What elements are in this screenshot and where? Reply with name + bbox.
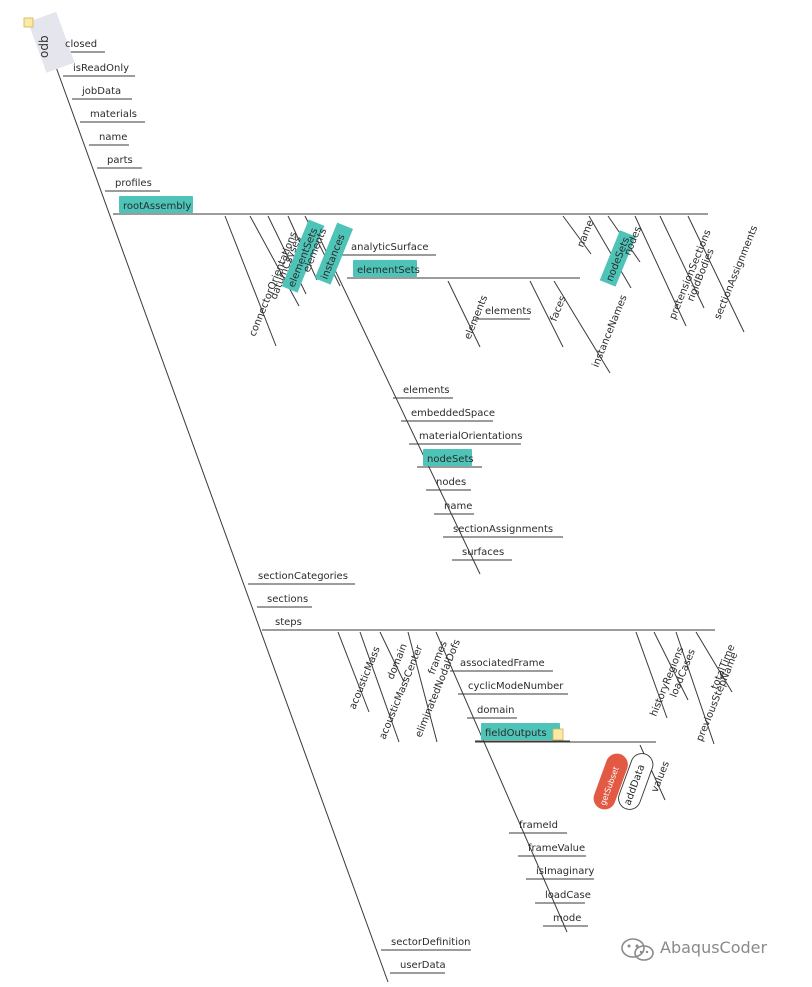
- frames-field-outputs-highlight[interactable]: [481, 723, 560, 740]
- highlight-box: [481, 723, 560, 740]
- element-sets-faces: faces: [549, 294, 569, 323]
- tree-nodes: odb closed isReadOnly jobData materials name p…: [23, 11, 761, 971]
- highlight-box: [599, 230, 636, 287]
- frames-cyclic-mode-number: cyclicModeNumber: [468, 681, 564, 692]
- branch-line: [588, 215, 632, 289]
- connector-lines: [51, 51, 745, 983]
- odb-materials: materials: [90, 109, 137, 120]
- instances-element-sets-highlight[interactable]: [353, 260, 417, 277]
- frames-associated-frame: associatedFrame: [460, 658, 545, 669]
- odb-root-assembly: rootAssembly: [123, 201, 191, 212]
- root-node-odb[interactable]: [28, 11, 75, 73]
- branch-line: [529, 280, 564, 348]
- odb-profiles: profiles: [115, 178, 152, 189]
- branch-line: [659, 215, 705, 309]
- watermark-text: AbaqusCoder: [660, 938, 768, 957]
- root-assembly-section-assignments: sectionAssignments: [713, 224, 761, 321]
- highlight-box: [314, 222, 353, 285]
- method-pill: [593, 753, 628, 810]
- method-pill: [618, 753, 654, 810]
- instances-node-sets: nodeSets: [427, 454, 474, 465]
- odb-section-categories: sectionCategories: [258, 571, 348, 582]
- instances-material-orientations: materialOrientations: [419, 431, 522, 442]
- spine-odb: [51, 55, 389, 983]
- element-sets-instance-names-group: instanceNames: [591, 294, 630, 370]
- file-icon: [23, 17, 34, 28]
- instances-element-sets: elementSets: [357, 265, 420, 276]
- branch-line: [695, 631, 733, 693]
- highlight-box: [353, 260, 417, 277]
- instances-nodes: nodes: [436, 477, 466, 488]
- steps-previous-step-name-group: previousStepName: [695, 651, 741, 743]
- frames-domain: domain: [477, 705, 514, 716]
- frames-is-imaginary: isImaginary: [536, 866, 595, 877]
- branch-line: [634, 215, 687, 327]
- root-assembly-section-assignments-group: sectionAssignments: [713, 224, 761, 321]
- wechat-icon: [621, 938, 654, 961]
- branch-line: [447, 280, 481, 348]
- method-getsubset[interactable]: getSubset: [590, 750, 631, 812]
- branch-line: [249, 215, 300, 307]
- odb-user-data: userData: [400, 960, 446, 971]
- element-sets-elements: elements: [485, 306, 531, 317]
- odb-closed: closed: [65, 39, 97, 50]
- odb-steps: steps: [275, 617, 302, 628]
- highlight-box: [281, 219, 325, 293]
- branch-line: [653, 631, 689, 701]
- branch-line: [675, 631, 715, 745]
- branch-line: [562, 215, 592, 255]
- branch-line: [224, 215, 277, 347]
- instances-node-sets-highlight[interactable]: [423, 449, 472, 466]
- branch-line: [687, 215, 745, 333]
- highlight-box: [423, 449, 472, 466]
- root-box: [28, 11, 75, 73]
- instances-surfaces: surfaces: [462, 547, 504, 558]
- element-sets-faces-group: faces: [549, 294, 569, 323]
- file-icon: [552, 728, 564, 741]
- frames-frame-value: frameValue: [528, 843, 585, 854]
- odb-parts: parts: [107, 155, 133, 166]
- odb-root-assembly-highlight[interactable]: [119, 196, 193, 213]
- instances-analytic-surface: analyticSurface: [351, 242, 429, 253]
- branch-line: [635, 631, 668, 719]
- branch-line: [359, 631, 400, 743]
- instances-section-assignments: sectionAssignments: [453, 524, 553, 535]
- highlight-box: [119, 196, 193, 213]
- frames-field-outputs: fieldOutputs: [485, 728, 547, 739]
- watermark: AbaqusCoder: [618, 934, 798, 964]
- odb-job-data: jobData: [81, 86, 121, 97]
- instances-elements: elements: [403, 385, 449, 396]
- branch-line: [435, 631, 568, 933]
- odb-is-read-only: isReadOnly: [73, 63, 129, 74]
- frames-load-case: loadCase: [545, 890, 591, 901]
- odb-sections: sections: [267, 594, 308, 605]
- element-sets-instance-names: instanceNames: [591, 294, 630, 370]
- instances-name: name: [444, 501, 472, 512]
- root-label-group: odb: [37, 35, 51, 58]
- element-sets-elements: elements: [463, 294, 491, 341]
- branch-line: [553, 280, 611, 374]
- odb-name: name: [99, 132, 127, 143]
- element-sets-elements-group: elements: [463, 294, 491, 341]
- root-assembly-name-group: name: [576, 219, 597, 249]
- branch-line: [379, 631, 405, 683]
- root-label: odb: [37, 35, 51, 58]
- root-assembly-name: name: [576, 219, 597, 249]
- instances-embedded-space: embeddedSpace: [411, 408, 495, 419]
- odb-sector-definition: sectorDefinition: [391, 937, 470, 948]
- branch-line: [407, 631, 438, 743]
- frames-mode: mode: [553, 913, 581, 924]
- frames-frame-id: frameId: [519, 820, 558, 831]
- spine-instances: [313, 225, 481, 575]
- branch-line: [337, 631, 370, 713]
- steps-previous-step-name: previousStepName: [695, 651, 741, 743]
